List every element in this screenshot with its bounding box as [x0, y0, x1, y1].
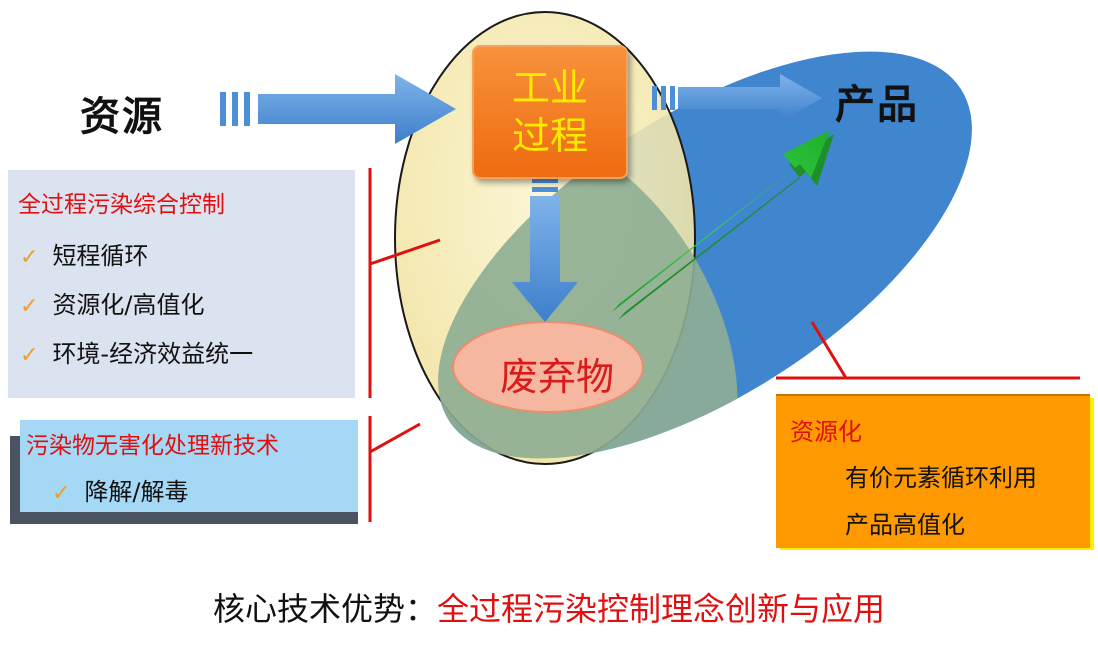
- check-icon: ✓: [20, 294, 39, 319]
- arrow-resource-to-process: [220, 74, 456, 144]
- resource-label: 资源: [80, 94, 164, 140]
- arrow-process-to-waste: [512, 178, 578, 322]
- list-item-label: 资源化/高值化: [52, 291, 205, 319]
- list-item: ✓ 降解/解毒: [52, 472, 189, 507]
- pollution-control-title: 全过程污染综合控制: [18, 192, 225, 218]
- list-item: ✓ 环境-经济效益统一: [20, 334, 253, 369]
- industrial-process-label: 工业 过程: [500, 64, 600, 160]
- check-icon: ✓: [20, 343, 39, 368]
- caption-prefix: 核心技术优势：: [212, 590, 437, 628]
- pollution-control-panel: [8, 170, 355, 398]
- product-label: 产品: [835, 82, 919, 128]
- core-advantage-caption: 核心技术优势：全过程污染控制理念创新与应用: [0, 584, 1098, 630]
- bracket-tech-panel: [368, 416, 421, 522]
- connector-right-panel: [776, 321, 1080, 380]
- check-icon: ✓: [52, 481, 71, 506]
- process-label-line-1: 工业: [511, 66, 588, 110]
- resource-utilization-panel: [776, 394, 1090, 548]
- list-item-label: 短程循环: [52, 242, 149, 270]
- process-label-line-2: 过程: [511, 114, 588, 158]
- bracket-left-panel: [368, 168, 441, 398]
- list-item: 有价元素循环利用: [845, 464, 1037, 492]
- waste-ellipse: [452, 321, 644, 413]
- harmless-tech-panel: [20, 420, 358, 512]
- resource-utilization-title: 资源化: [790, 418, 862, 446]
- caption-highlight: 全过程污染控制理念创新与应用: [437, 590, 886, 628]
- list-item: 产品高值化: [845, 511, 965, 539]
- list-item: ✓ 短程循环: [20, 236, 148, 271]
- harmless-tech-title: 污染物无害化处理新技术: [26, 433, 279, 459]
- arrow-waste-to-product: [612, 130, 834, 320]
- list-item-label: 降解/解毒: [84, 478, 189, 506]
- list-item-label: 环境-经济效益统一: [52, 340, 254, 368]
- waste-label: 废弃物: [499, 355, 614, 399]
- industrial-process-box: 工业 过程: [472, 45, 628, 179]
- check-icon: ✓: [20, 245, 39, 270]
- arrow-process-to-product: [652, 74, 822, 122]
- list-item: ✓ 资源化/高值化: [20, 285, 205, 320]
